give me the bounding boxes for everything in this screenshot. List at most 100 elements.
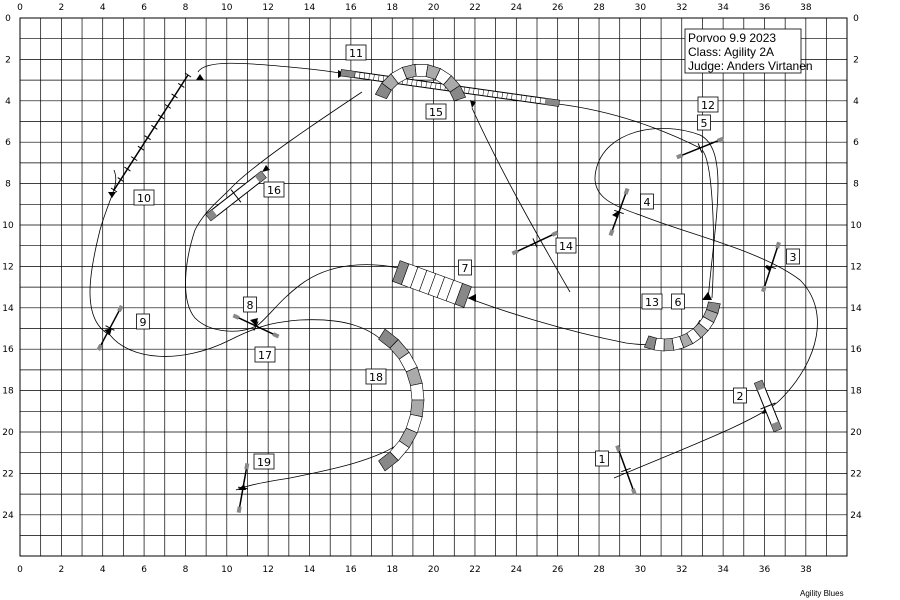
obstacle-number: 6 — [675, 296, 682, 309]
obstacle-number: 3 — [790, 251, 797, 264]
x-tick-label: 34 — [717, 565, 729, 575]
axis-ticks: 0022446688101012121414161618182020222224… — [2, 3, 862, 575]
obstacle-weave — [110, 72, 192, 193]
x-tick-label: 30 — [635, 3, 647, 13]
obstacle-hurdle — [608, 187, 630, 237]
x-tick-label: 28 — [593, 3, 605, 13]
x-tick-label: 32 — [676, 565, 687, 575]
obstacle-number: 2 — [737, 390, 744, 403]
y-tick-label: 6 — [5, 138, 11, 148]
x-tick-label: 18 — [387, 565, 399, 575]
obstacle-number: 4 — [644, 196, 651, 209]
x-tick-label: 26 — [552, 565, 564, 575]
x-tick-label: 22 — [469, 3, 480, 13]
obstacle-tire — [753, 379, 783, 433]
obstacle-number: 13 — [645, 296, 659, 309]
x-tick-label: 30 — [635, 565, 647, 575]
obstacle-number-box — [640, 193, 654, 210]
obstacle-number-box — [555, 237, 577, 254]
y-tick-label: 20 — [2, 428, 14, 438]
y-tick-label: 10 — [850, 221, 862, 231]
y-tick-label: 2 — [5, 55, 11, 65]
y-tick-label: 18 — [2, 387, 14, 397]
x-tick-label: 16 — [345, 565, 357, 575]
class-label: Class: Agility 2A — [688, 45, 774, 59]
x-tick-label: 12 — [262, 565, 273, 575]
x-tick-label: 32 — [676, 3, 687, 13]
tunnel-segment — [643, 335, 657, 351]
y-tick-label: 12 — [850, 262, 861, 272]
y-tick-label: 14 — [850, 304, 862, 314]
obstacle-number: 15 — [429, 106, 443, 119]
x-tick-label: 10 — [221, 3, 233, 13]
y-tick-label: 14 — [2, 304, 14, 314]
x-tick-label: 2 — [58, 3, 64, 13]
obstacle-number: 9 — [140, 316, 147, 329]
obstacle-hurdle — [761, 241, 781, 293]
weave-pole — [137, 145, 145, 151]
weave-pole — [144, 135, 151, 141]
x-tick-label: 16 — [345, 3, 357, 13]
weave-pole — [157, 114, 165, 120]
obstacle-tunnel — [643, 301, 721, 352]
obstacle-number: 19 — [257, 456, 271, 469]
x-tick-label: 4 — [100, 565, 106, 575]
obstacle-number-box — [253, 453, 275, 470]
y-tick-label: 18 — [850, 387, 862, 397]
x-tick-label: 26 — [552, 3, 564, 13]
y-tick-label: 4 — [5, 97, 11, 107]
judge-label: Judge: Anders Virtanen — [688, 59, 813, 73]
obstacle-tire — [205, 170, 267, 222]
y-tick-label: 2 — [853, 55, 859, 65]
obstacle-hurdle — [676, 136, 724, 160]
x-tick-label: 18 — [387, 3, 399, 13]
obstacle-number: 8 — [247, 299, 254, 312]
x-tick-label: 14 — [304, 3, 316, 13]
x-tick-label: 8 — [183, 565, 189, 575]
weave-pole — [171, 93, 178, 99]
obstacle-number-box — [671, 293, 685, 310]
weave-pole — [151, 124, 158, 130]
tunnel-segment — [454, 283, 472, 308]
y-tick-label: 20 — [850, 428, 862, 438]
obstacle-number-box — [345, 44, 367, 61]
y-tick-label: 8 — [5, 180, 11, 190]
x-tick-label: 0 — [17, 565, 23, 575]
tunnel-segment — [410, 399, 425, 418]
obstacle-number: 11 — [349, 47, 363, 60]
x-tick-label: 10 — [221, 565, 233, 575]
x-tick-label: 38 — [800, 565, 812, 575]
y-tick-label: 6 — [853, 138, 859, 148]
y-tick-label: 24 — [850, 511, 862, 521]
course-info: Porvoo 9.9 2023 Class: Agility 2A Judge:… — [684, 28, 813, 74]
obstacle-hurdle — [236, 463, 250, 513]
obstacle-number: 1 — [599, 453, 606, 466]
handler-path — [89, 62, 818, 491]
tunnel-segment — [663, 338, 675, 352]
obstacle-number: 16 — [267, 184, 281, 197]
y-tick-label: 12 — [2, 262, 13, 272]
event-title: Porvoo 9.9 2023 — [688, 31, 776, 45]
footer-brand: Agility Blues — [800, 589, 844, 598]
obstacle-number-box — [425, 103, 447, 120]
obstacle-number-box — [697, 114, 711, 131]
y-tick-label: 0 — [853, 14, 859, 24]
y-tick-label: 8 — [853, 180, 859, 190]
obstacle-number: 5 — [701, 117, 708, 130]
obstacle-number-box — [641, 293, 663, 310]
x-tick-label: 8 — [183, 3, 189, 13]
x-tick-label: 4 — [100, 3, 106, 13]
x-tick-label: 22 — [469, 565, 480, 575]
weave-pole — [164, 103, 172, 109]
obstacle-number-box — [697, 96, 719, 113]
weave-pole — [110, 187, 118, 193]
y-tick-label: 16 — [850, 345, 862, 355]
obstacle-number: 18 — [369, 371, 383, 384]
x-tick-label: 36 — [759, 565, 771, 575]
x-tick-label: 14 — [304, 565, 316, 575]
x-tick-label: 36 — [759, 3, 771, 13]
obstacle-number-box — [136, 313, 150, 330]
obstacle-tunnel — [392, 260, 472, 308]
x-tick-label: 2 — [58, 565, 64, 575]
